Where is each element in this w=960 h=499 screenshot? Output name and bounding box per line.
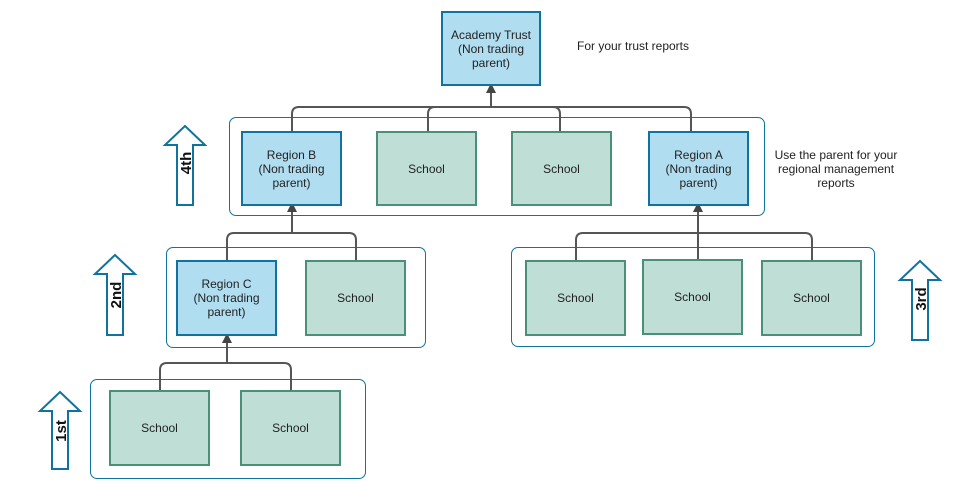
school-node[interactable]: School	[240, 390, 341, 466]
school-node[interactable]: School	[305, 260, 406, 336]
step-label-4th: 4th	[178, 152, 195, 175]
step-label-2nd: 2nd	[108, 282, 125, 309]
connector-group-to-region-b	[226, 202, 357, 260]
school-node[interactable]: School	[511, 131, 612, 206]
step-arrow-3rd: 3rd	[897, 259, 943, 341]
region-c-node[interactable]: Region C (Non trading parent)	[176, 260, 277, 336]
step-label-1st: 1st	[53, 420, 70, 442]
region-b-node[interactable]: Region B (Non trading parent)	[241, 131, 342, 206]
step-arrow-2nd: 2nd	[92, 253, 138, 336]
school-node[interactable]: School	[109, 390, 210, 466]
connector-group-to-region-c	[159, 333, 292, 390]
step-arrow-4th: 4th	[162, 124, 208, 206]
trust-reports-note: For your trust reports	[576, 39, 690, 53]
connector-group-to-academy-trust	[291, 83, 692, 131]
school-node[interactable]: School	[642, 259, 743, 335]
regional-reports-note: Use the parent for your regional managem…	[774, 148, 898, 190]
academy-trust-node[interactable]: Academy Trust (Non trading parent)	[441, 11, 541, 86]
region-a-node[interactable]: Region A (Non trading parent)	[648, 131, 749, 206]
connector-group-to-region-a	[575, 202, 813, 260]
school-node[interactable]: School	[525, 260, 626, 336]
step-label-3rd: 3rd	[913, 287, 930, 310]
step-arrow-1st: 1st	[37, 390, 83, 470]
school-node[interactable]: School	[376, 131, 477, 206]
school-node[interactable]: School	[761, 260, 862, 336]
